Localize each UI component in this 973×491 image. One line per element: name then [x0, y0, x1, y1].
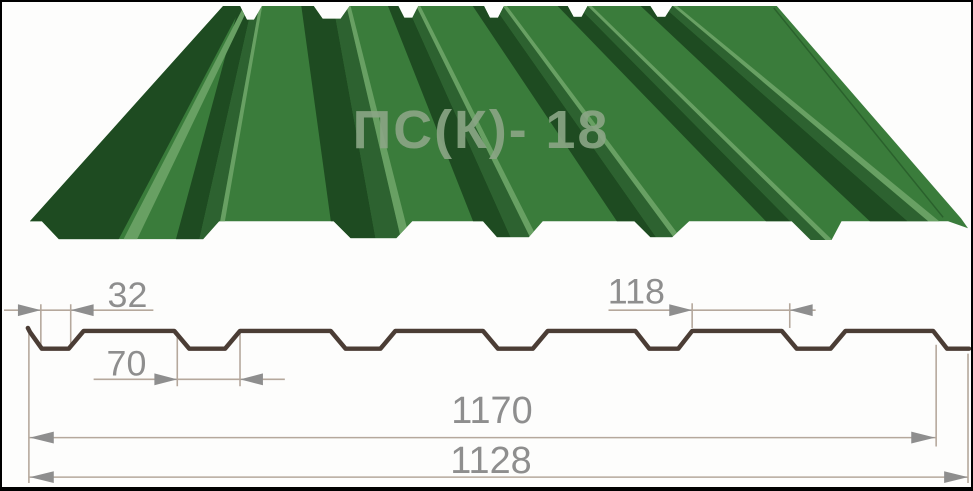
sheet-3d: ПС(К)- 18	[29, 5, 969, 241]
rib-highlight	[583, 5, 842, 241]
rib-face	[658, 5, 962, 241]
rib-highlight	[215, 5, 263, 241]
rib-band	[636, 5, 940, 241]
arrow-32-left	[17, 304, 41, 317]
dim-label-70: 70	[107, 344, 147, 384]
rib-highlight	[345, 5, 413, 241]
rib-faces-mid	[197, 5, 962, 241]
arrow-118-right	[789, 304, 813, 317]
rib-walls-dark	[29, 5, 940, 241]
arrow-118-left	[669, 304, 693, 317]
dim-label-32: 32	[108, 275, 148, 315]
rib-highlight	[499, 5, 690, 241]
arrow-70-left	[154, 373, 178, 386]
rib-face	[490, 5, 683, 241]
arrow-1128-left	[29, 471, 54, 484]
arrow-70-right	[240, 373, 263, 386]
dim-label-1170: 1170	[451, 389, 532, 431]
arrow-32-right	[70, 304, 94, 317]
rib-band	[300, 5, 378, 241]
rib-face	[405, 5, 536, 241]
rib-band	[173, 5, 253, 241]
rib-face	[573, 5, 835, 241]
rib-face	[332, 5, 404, 241]
arrow-1170-left	[29, 431, 54, 444]
profile-outline	[25, 325, 971, 351]
dimension-arrows	[17, 304, 969, 484]
arrow-1128-right	[944, 471, 969, 484]
dim-label-1128: 1128	[450, 439, 531, 481]
rib-band	[29, 5, 245, 241]
rib-band	[553, 5, 818, 241]
dimension-labels: 32 70 118 1170 1128	[107, 271, 665, 481]
section-drawing: 32 70 118 1170 1128	[3, 271, 971, 484]
sheet-label: ПС(К)- 18	[353, 101, 610, 160]
rib-highlight	[118, 5, 251, 241]
rib-band	[470, 5, 665, 241]
edge-crease-line	[773, 7, 944, 218]
rib-band	[386, 5, 516, 241]
rib-highlight	[414, 5, 543, 241]
rib-highlight	[668, 5, 969, 241]
arrow-1170-right	[911, 431, 936, 444]
dim-label-118: 118	[608, 271, 665, 311]
rib-highlights	[118, 5, 969, 241]
rib-face	[197, 5, 260, 241]
